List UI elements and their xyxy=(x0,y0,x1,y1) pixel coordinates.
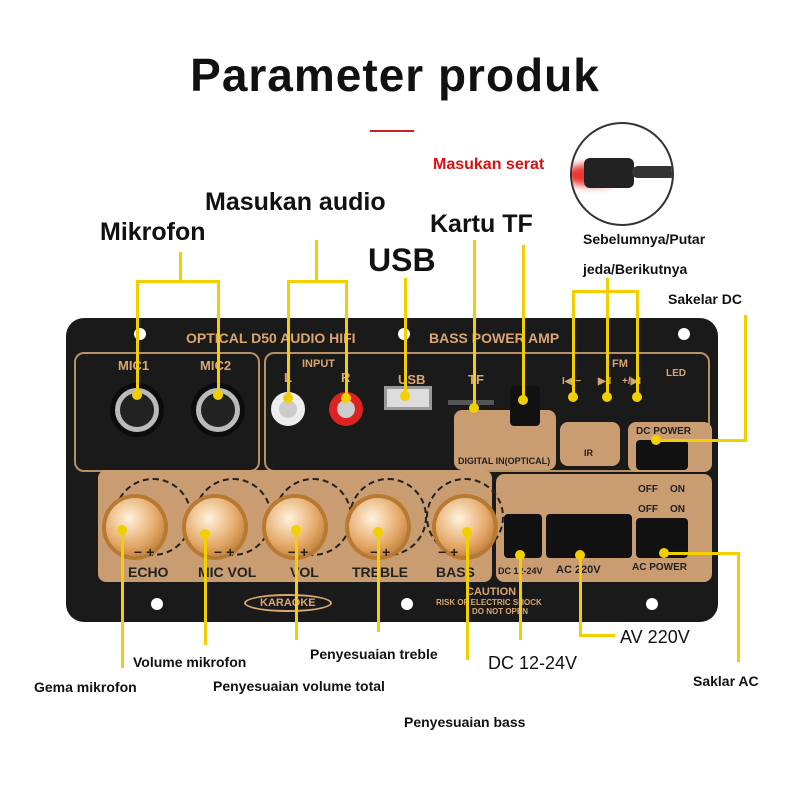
vol-label: Penyesuaian volume total xyxy=(213,678,385,694)
bass-knob-label: BASS xyxy=(436,564,475,580)
amplifier-board: OPTICAL D50 AUDIO HIFI BASS POWER AMP MI… xyxy=(66,318,718,622)
page-title: Parameter produk xyxy=(190,49,600,101)
ac-on-label: ON xyxy=(670,504,685,515)
echo-label: Gema mikrofon xyxy=(34,679,137,695)
caution-text-2: RISK OF ELECTRIC SHOCK xyxy=(436,598,542,607)
mic1-label: MIC1 xyxy=(118,358,150,373)
echo-knob[interactable] xyxy=(106,498,164,556)
treble-minus-plus: − + xyxy=(370,544,391,560)
dc-power-switch[interactable] xyxy=(636,440,688,470)
dc-in-label: DC 12-24V xyxy=(488,653,578,673)
treble-knob-label: TREBLE xyxy=(352,564,408,580)
ac-power-label: AC POWER xyxy=(632,562,687,573)
tf-card-label: Kartu TF xyxy=(430,210,533,238)
divider xyxy=(370,130,414,132)
prev-button-label: I◀/− xyxy=(562,376,581,387)
mic2-label: MIC2 xyxy=(200,358,232,373)
bass-label: Penyesuaian bass xyxy=(404,714,526,730)
ac-off-label: OFF xyxy=(638,504,658,515)
dc-on-label: ON xyxy=(670,484,685,495)
ac-in-label: AV 220V xyxy=(620,627,690,647)
dc-power-label: DC POWER xyxy=(636,426,691,437)
led-label: LED xyxy=(666,368,686,379)
next-button-label: +/▶I xyxy=(622,376,642,387)
board-header-right: BASS POWER AMP xyxy=(429,330,560,346)
dc-off-label: OFF xyxy=(638,484,658,495)
bass-minus-plus: − + xyxy=(438,544,459,560)
optical-port[interactable] xyxy=(510,386,540,426)
ac-socket[interactable] xyxy=(546,514,632,558)
karaoke-badge: KARAOKE xyxy=(244,594,332,612)
play-button-label: ▶II xyxy=(598,376,612,387)
dc-switch-label: Sakelar DC xyxy=(668,291,742,307)
fiber-cable-inset xyxy=(570,122,674,226)
ac-socket-label: AC 220V xyxy=(556,564,601,576)
mic-vol-knob[interactable] xyxy=(186,498,244,556)
usb-label: USB xyxy=(368,242,436,278)
buttons-label-1: Sebelumnya/Putar xyxy=(583,231,706,247)
fiber-label: Masukan serat xyxy=(433,156,545,173)
treble-label: Penyesuaian treble xyxy=(310,646,438,662)
audio-input-label: Masukan audio xyxy=(205,188,386,216)
mic-vol-label: Volume mikrofon xyxy=(133,654,247,670)
fm-label: FM xyxy=(612,358,628,370)
ir-label: IR xyxy=(584,448,593,458)
echo-knob-label: ECHO xyxy=(128,564,169,580)
usb-port-label: USB xyxy=(398,372,426,387)
input-label: INPUT xyxy=(302,358,335,370)
buttons-label-2: jeda/Berikutnya xyxy=(583,261,688,277)
ac-switch-label: Saklar AC xyxy=(693,673,759,689)
caution-text-3: DO NOT OPEN xyxy=(472,607,529,616)
micvol-knob-label: MIC VOL xyxy=(198,564,257,580)
echo-minus-plus: − + xyxy=(134,544,155,560)
digital-in-label: DIGITAL IN(OPTICAL) xyxy=(458,456,551,466)
tf-slot[interactable] xyxy=(448,400,494,405)
board-header-left: OPTICAL D50 AUDIO HIFI xyxy=(186,330,356,346)
mic-label: Mikrofon xyxy=(100,218,206,246)
ir-panel xyxy=(560,422,620,466)
vol-minus-plus: − + xyxy=(288,544,309,560)
caution-label: CAUTION xyxy=(466,586,517,598)
micvol-minus-plus: − + xyxy=(214,544,235,560)
